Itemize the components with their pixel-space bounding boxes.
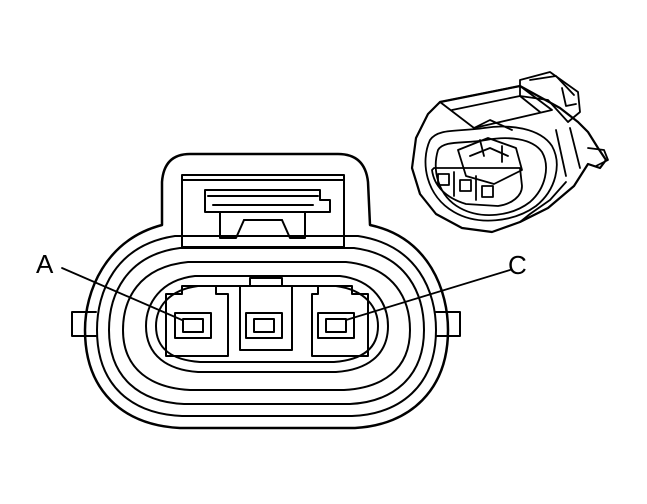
pin-label-a: A [36, 249, 54, 279]
terminal-blocks [165, 277, 369, 357]
perspective-side-ear [587, 147, 609, 167]
pin-cavity-c [317, 312, 355, 339]
terminal-block-a [165, 285, 229, 357]
housing-ring-1 [96, 235, 437, 417]
housing-ring-2 [108, 247, 425, 405]
pin-label-c: C [508, 250, 527, 280]
perspective-front-latch [457, 137, 523, 185]
connector-face-view [61, 152, 511, 430]
perspective-pin-b [459, 179, 472, 192]
perspective-body-outline [410, 84, 608, 234]
locking-tab-lever [204, 189, 331, 239]
housing-outer-outline [83, 152, 450, 430]
perspective-pin-c [481, 185, 494, 198]
perspective-top-face [439, 85, 553, 129]
perspective-front-ring-2 [434, 137, 547, 216]
leader-line-a [61, 267, 183, 321]
locking-tab-frame [181, 174, 345, 248]
terminal-cavity-inner [155, 285, 379, 363]
terminal-block-c [311, 285, 369, 357]
housing-ring-3 [122, 261, 411, 391]
terminal-cavity-outline [145, 275, 389, 373]
connector-perspective-view [410, 71, 609, 234]
locking-tab [181, 174, 345, 248]
pin-cavity-a [174, 312, 212, 339]
perspective-cavity [431, 167, 523, 207]
terminal-block-b [239, 277, 293, 351]
pin-cavity-b [245, 312, 283, 339]
perspective-front-ring-1 [424, 125, 558, 222]
perspective-pin-a [437, 173, 450, 186]
leader-line-c [345, 269, 511, 321]
